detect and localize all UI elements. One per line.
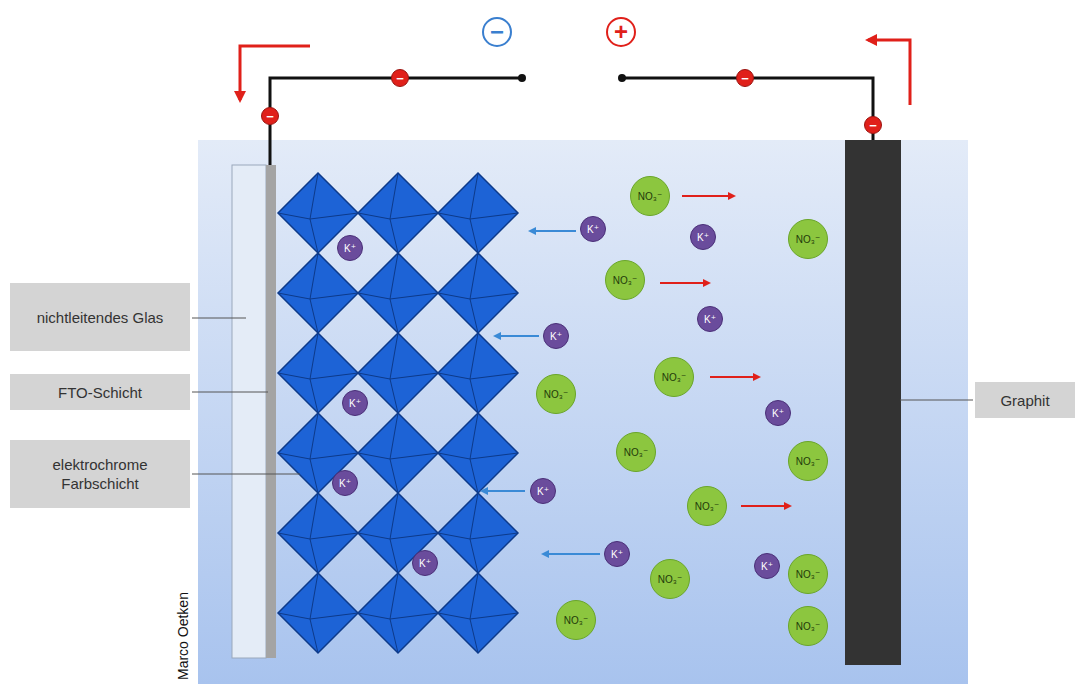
fto-layer (266, 165, 276, 658)
nitrate-ion: NO₃⁻ (654, 357, 694, 397)
terminal-dot (518, 74, 526, 82)
symbol-text: K⁺ (339, 478, 351, 489)
part-label: elektrochrome Farbschicht (10, 440, 190, 508)
electrolyte (198, 140, 968, 684)
symbol-text: K⁺ (344, 243, 356, 254)
label-text: Graphit (1000, 391, 1049, 410)
negative-terminal: − (482, 17, 512, 47)
symbol-text: − (741, 71, 749, 86)
symbol-text: NO₃⁻ (658, 574, 682, 585)
electron: − (261, 107, 279, 125)
symbol-text: K⁺ (587, 224, 599, 235)
potassium-ion: K⁺ (754, 553, 780, 579)
symbol-text: NO₃⁻ (796, 234, 820, 245)
symbol-text: K⁺ (349, 398, 361, 409)
wire (270, 78, 522, 165)
symbol-text: − (869, 118, 877, 133)
electron-arrow (240, 46, 310, 100)
graphite-electrode (845, 140, 901, 665)
symbol-text: NO₃⁻ (796, 456, 820, 467)
part-label: nichtleitendes Glas (10, 283, 190, 351)
nitrate-ion: NO₃⁻ (788, 219, 828, 259)
potassium-ion: K⁺ (543, 323, 569, 349)
nitrate-ion: NO₃⁻ (788, 441, 828, 481)
potassium-ion: K⁺ (690, 224, 716, 250)
symbol-text: + (614, 18, 628, 46)
nitrate-ion: NO₃⁻ (556, 600, 596, 640)
leader-lines (192, 318, 973, 474)
label-text: FTO-Schicht (58, 383, 142, 402)
symbol-text: K⁺ (761, 561, 773, 572)
symbol-text: − (396, 71, 404, 86)
part-label: Graphit (975, 382, 1075, 418)
symbol-text: K⁺ (550, 331, 562, 342)
potassium-ion: K⁺ (580, 216, 606, 242)
symbol-text: NO₃⁻ (564, 615, 588, 626)
potassium-ion: K⁺ (412, 550, 438, 576)
symbol-text: K⁺ (704, 314, 716, 325)
potassium-ion: K⁺ (342, 390, 368, 416)
nitrate-ion: NO₃⁻ (616, 432, 656, 472)
symbol-text: K⁺ (772, 408, 784, 419)
octahedra-lattice (278, 173, 518, 653)
symbol-text: NO₃⁻ (695, 501, 719, 512)
symbol-text: − (490, 18, 504, 46)
nitrate-ion: NO₃⁻ (687, 486, 727, 526)
symbol-text: − (266, 109, 274, 124)
label-text: elektrochrome Farbschicht (18, 455, 182, 493)
potassium-ion: K⁺ (337, 235, 363, 261)
symbol-text: K⁺ (697, 232, 709, 243)
symbol-text: NO₃⁻ (544, 389, 568, 400)
symbol-text: K⁺ (537, 486, 549, 497)
cation-arrows (482, 231, 600, 554)
nitrate-ion: NO₃⁻ (536, 374, 576, 414)
watermark: Marco Oetken (175, 592, 191, 680)
wire (622, 78, 873, 140)
part-label: FTO-Schicht (10, 374, 190, 410)
terminal-dot (618, 74, 626, 82)
glass-plate (232, 165, 266, 658)
potassium-ion: K⁺ (604, 541, 630, 567)
nitrate-ion: NO₃⁻ (788, 554, 828, 594)
symbol-text: NO₃⁻ (613, 275, 637, 286)
symbol-text: K⁺ (611, 549, 623, 560)
electron: − (864, 116, 882, 134)
electron: − (391, 69, 409, 87)
nitrate-ion: NO₃⁻ (630, 176, 670, 216)
symbol-text: NO₃⁻ (662, 372, 686, 383)
potassium-ion: K⁺ (332, 470, 358, 496)
nitrate-ion: NO₃⁻ (605, 260, 645, 300)
symbol-text: NO₃⁻ (796, 621, 820, 632)
potassium-ion: K⁺ (697, 306, 723, 332)
symbol-text: K⁺ (419, 558, 431, 569)
positive-terminal: + (606, 17, 636, 47)
nitrate-ion: NO₃⁻ (788, 606, 828, 646)
symbol-text: NO₃⁻ (796, 569, 820, 580)
label-text: nichtleitendes Glas (37, 308, 164, 327)
potassium-ion: K⁺ (765, 400, 791, 426)
symbol-text: NO₃⁻ (624, 447, 648, 458)
anion-arrows (660, 196, 790, 506)
electron: − (736, 69, 754, 87)
electron-arrow (868, 40, 910, 105)
symbol-text: NO₃⁻ (638, 191, 662, 202)
nitrate-ion: NO₃⁻ (650, 559, 690, 599)
potassium-ion: K⁺ (530, 478, 556, 504)
